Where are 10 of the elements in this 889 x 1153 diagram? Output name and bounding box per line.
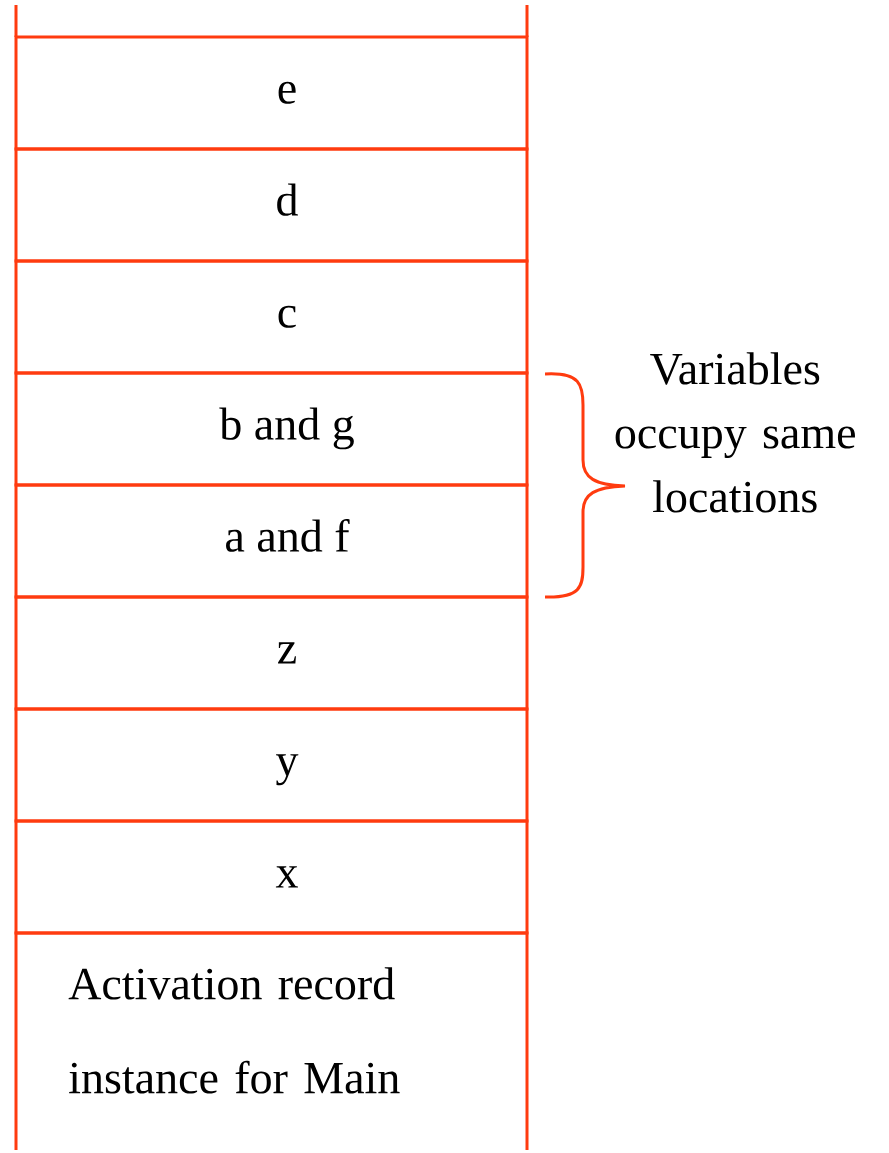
stack-cell: a and f	[14, 483, 529, 599]
stack-cell: z	[14, 595, 529, 711]
stack-cell: x	[14, 819, 529, 935]
stack-cell: d	[14, 147, 529, 263]
stack-cell: y	[14, 707, 529, 823]
stack-cell: b and g	[14, 371, 529, 487]
record-cell: Activation record instance for Main	[14, 931, 529, 1150]
brace-label: Variables occupy same locations	[615, 352, 855, 513]
stack-cell: c	[14, 259, 529, 375]
stack-cell: e	[14, 35, 529, 151]
